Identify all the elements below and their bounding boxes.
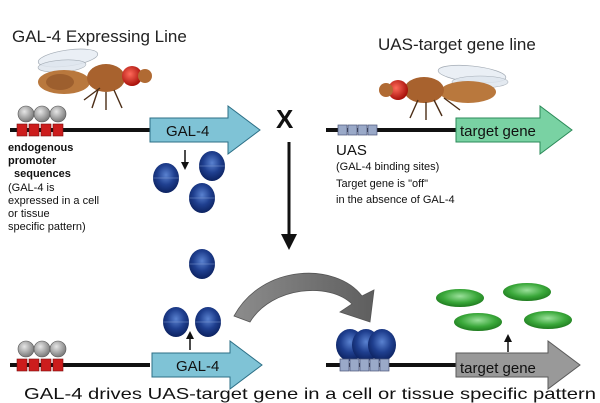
target-gene-arrow-active: target gene: [455, 340, 581, 390]
left-title: GAL-4 Expressing Line: [12, 27, 187, 46]
gal4-protein-icon: [199, 151, 225, 181]
target-protein-icon: [436, 289, 484, 307]
gal4-gene-arrow: GAL-4: [149, 105, 261, 155]
bottom-caption: GAL-4 drives UAS-target gene in a cell o…: [24, 386, 596, 403]
curved-arrow-icon: [233, 272, 375, 323]
target-protein-icon: [454, 313, 502, 331]
gal4-protein-icon: [153, 163, 179, 193]
gal4-protein-icon: [195, 307, 221, 337]
promoter-label-line: sequences: [14, 168, 71, 180]
note-line: specific pattern): [8, 221, 86, 233]
gal4-protein-icon: [189, 183, 215, 213]
gal4-protein-icon: [189, 249, 215, 279]
note-line: or tissue: [8, 208, 50, 220]
arrow-up-icon: [186, 331, 194, 350]
uas-note: (GAL-4 binding sites) Target gene is "of…: [336, 161, 455, 206]
note-line: in the absence of GAL-4: [336, 194, 455, 206]
bound-gal4-complex: [336, 329, 396, 372]
gal4-expression-note: (GAL-4 is expressed in a cell or tissue …: [8, 182, 102, 233]
uas-boxes: [337, 124, 378, 136]
promoter-label-line: endogenous: [8, 142, 73, 154]
promoter-label-line: promoter: [8, 155, 57, 167]
cross-symbol: X: [276, 104, 294, 134]
right-title: UAS-target gene line: [378, 35, 536, 54]
promoter-boxes: [16, 123, 64, 137]
cross-arrow-down-icon: [281, 142, 297, 250]
promoter-label: endogenous promoter sequences: [8, 142, 76, 180]
gal4-gene-arrow: GAL-4: [151, 340, 263, 390]
gal4-gene-label: GAL-4: [176, 358, 219, 375]
note-line: Target gene is "off": [336, 178, 428, 190]
gal4-gene-label: GAL-4: [166, 123, 209, 140]
uas-label: UAS: [336, 142, 367, 159]
promoter-boxes: [16, 358, 64, 372]
target-gene-label: target gene: [460, 123, 536, 140]
target-gene-arrow: target gene: [455, 105, 573, 155]
bound-factors: [17, 105, 67, 123]
target-protein-icon: [503, 283, 551, 301]
gal4-protein-icon: [163, 307, 189, 337]
fruit-fly-icon: [379, 64, 509, 120]
fruit-fly-icon: [37, 48, 152, 110]
target-gene-label: target gene: [460, 360, 536, 377]
bound-factors: [17, 340, 67, 358]
arrow-down-icon: [181, 150, 189, 170]
note-line: (GAL-4 is: [8, 182, 55, 194]
arrow-up-icon: [504, 334, 512, 352]
target-protein-icon: [524, 311, 572, 329]
note-line: (GAL-4 binding sites): [336, 161, 439, 173]
note-line: expressed in a cell: [8, 195, 99, 207]
